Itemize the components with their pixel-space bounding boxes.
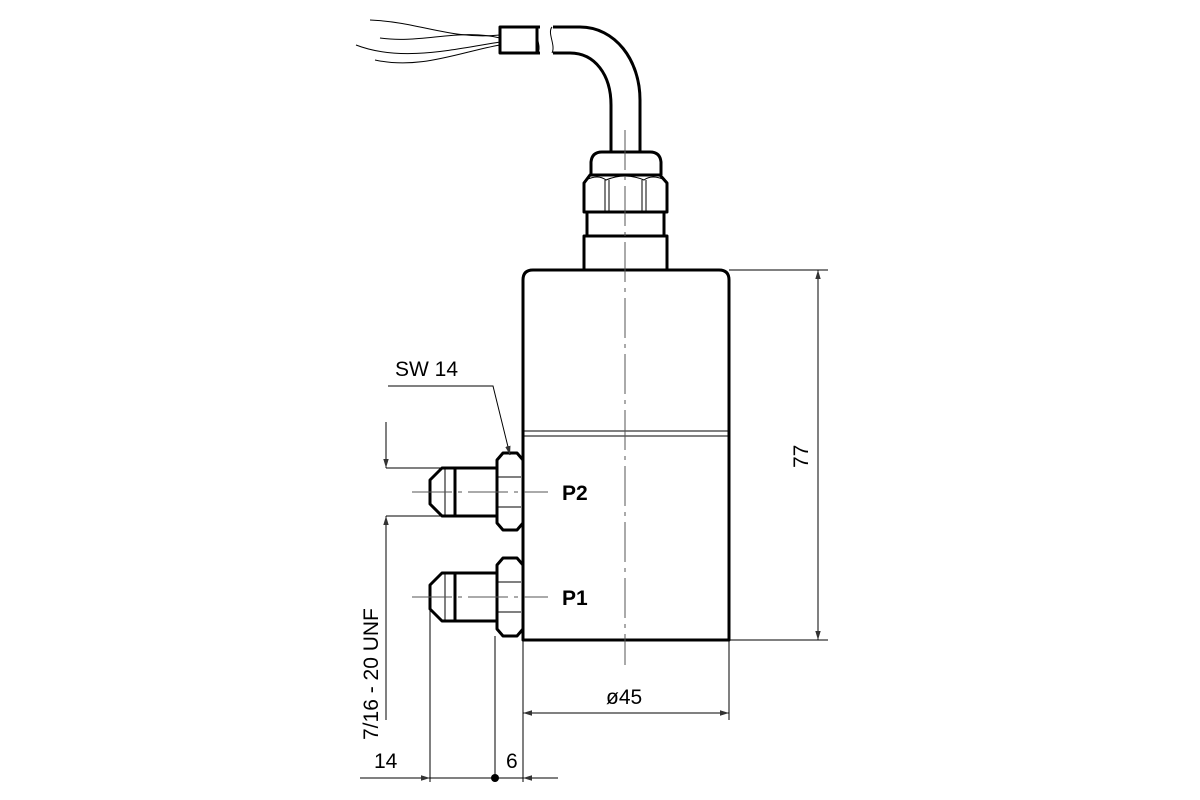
svg-text:6: 6 (506, 750, 518, 773)
label-p1: P1 (562, 587, 588, 610)
sensor-body (521, 268, 731, 642)
wires (355, 19, 501, 64)
svg-text:SW 14: SW 14 (395, 358, 458, 381)
svg-text:77: 77 (790, 445, 813, 468)
fitting-p1 (412, 556, 548, 638)
label-p2: P2 (562, 482, 588, 505)
cable-break-mark (535, 26, 540, 54)
wrench-size-callout: SW 14 (388, 358, 511, 456)
diameter-dimension: ø45 (523, 640, 730, 720)
fitting-p2 (412, 451, 548, 532)
svg-text:ø45: ø45 (606, 686, 642, 709)
bottom-dimension: 14 6 (360, 600, 558, 782)
height-dimension: 77 (729, 269, 828, 641)
svg-text:14: 14 (374, 750, 398, 773)
svg-text:7/16 - 20 UNF: 7/16 - 20 UNF (360, 608, 383, 740)
cable-sleeve (498, 25, 539, 55)
thread-dimension: 7/16 - 20 UNF (360, 422, 455, 740)
cable (537, 25, 642, 152)
